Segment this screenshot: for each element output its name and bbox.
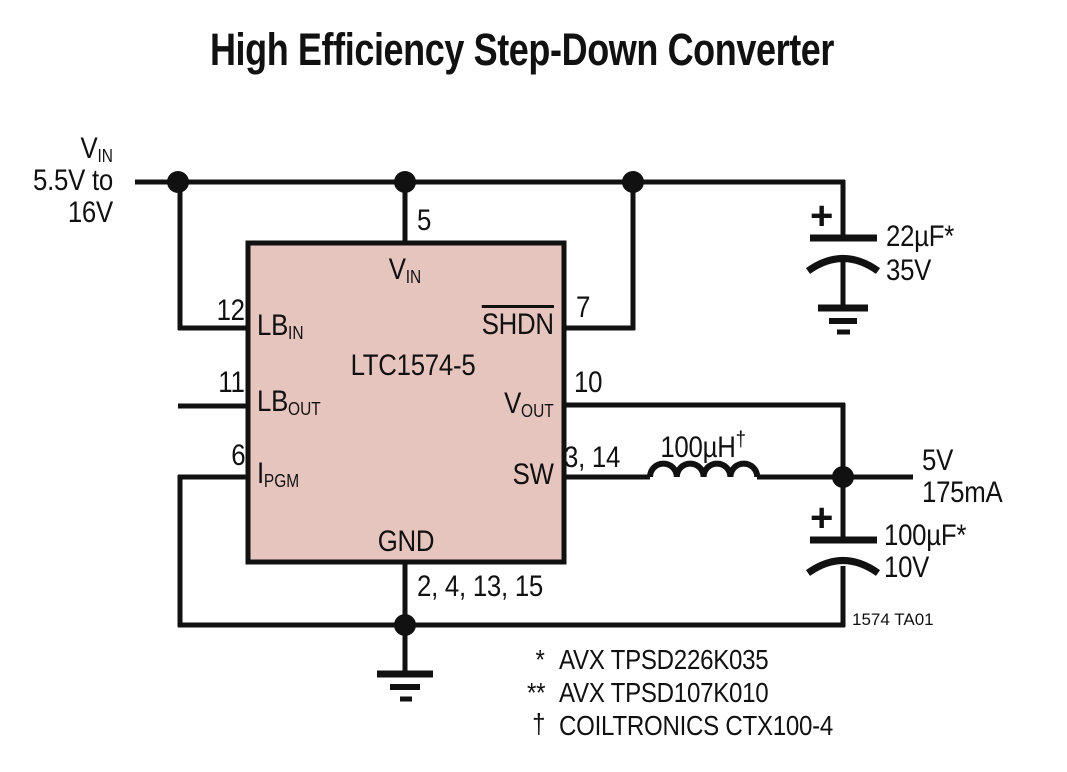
junction-dot (622, 171, 644, 193)
main-ground-symbol (377, 670, 433, 702)
lbout-main: LB (257, 385, 289, 418)
input-cap-curved-plate (805, 255, 881, 274)
footnote-marker-1: * (535, 644, 545, 675)
lbin-sub: IN (288, 322, 304, 343)
input-rail-sub: IN (97, 145, 113, 166)
ic-pin-label-ipgm: IPGM (257, 459, 299, 490)
inductor-footnote-mark: † (735, 426, 746, 451)
junction-dot (394, 171, 416, 193)
ipgm-sub: PGM (263, 470, 300, 491)
figure-reference: 1574 TA01 (852, 610, 934, 629)
input-cap-voltage: 35V (886, 254, 932, 287)
pin-number-7: 7 (576, 291, 591, 324)
vout-sub: OUT (521, 400, 554, 421)
output-voltage: 5V (922, 444, 954, 477)
input-rail-name: VIN (33, 133, 113, 165)
input-range-line1: 5.5V to (33, 164, 113, 197)
pin-number-11: 11 (218, 366, 246, 399)
ic-pin-label-vin: VIN (389, 255, 421, 286)
ic-pin-label-lbin: LBIN (257, 311, 304, 342)
pin-number-6: 6 (230, 439, 245, 472)
footnote-text-3: COILTRONICS CTX100-4 (559, 710, 834, 741)
vin-sub: IN (405, 266, 422, 287)
output-cap-value: 100µF* (884, 519, 967, 552)
ic-pin-label-shdn: SHDN (481, 305, 554, 340)
pin-number-12: 12 (216, 294, 245, 327)
ic-pin-label-gnd: GND (377, 525, 435, 558)
ic-pin-label-vout: VOUT (504, 389, 554, 420)
output-cap-curved-plate (805, 557, 881, 576)
ipgm-main: I (257, 457, 264, 490)
footnote-text-2: AVX TPSD107K010 (559, 677, 769, 708)
junction-dot (832, 466, 854, 488)
input-cap-ground-symbol (818, 304, 868, 335)
page-title: High Efficiency Step-Down Converter (209, 24, 835, 75)
output-cap-voltage: 10V (884, 551, 930, 584)
junction-dot (394, 614, 416, 636)
input-cap-value: 22µF* (886, 220, 955, 253)
output-cap-polarity: + (810, 496, 834, 540)
pin-number-2-4-13-15: 2, 4, 13, 15 (417, 570, 544, 603)
input-cap-polarity: + (810, 194, 834, 238)
shdn-text: SHDN (481, 305, 554, 340)
footnote-text-1: AVX TPSD226K035 (559, 644, 769, 675)
inductor-value: 100µH† (660, 426, 746, 464)
ic-body (245, 240, 567, 565)
ic-pin-label-sw: SW (512, 458, 554, 491)
lbin-main: LB (257, 309, 289, 342)
output-capacitor-symbol (805, 536, 881, 576)
junction-dot (167, 171, 189, 193)
pin-number-3-14: 3, 14 (564, 441, 621, 474)
ic-pin-label-lbout: LBOUT (257, 387, 321, 418)
vout-main: V (504, 387, 522, 420)
vin-main: V (388, 253, 406, 286)
input-capacitor-symbol (805, 234, 881, 274)
output-current: 175mA (922, 476, 1003, 509)
footnote-marker-3: † (531, 708, 545, 739)
input-range-line2: 16V (67, 196, 113, 229)
input-rail-main: V (80, 132, 98, 165)
lbout-sub: OUT (288, 398, 321, 419)
pin-number-10: 10 (574, 366, 603, 399)
inductor-coil (647, 460, 761, 478)
ic-part-number: LTC1574-5 (350, 349, 476, 382)
footnote-marker-2: ** (526, 677, 545, 708)
pin-number-5: 5 (417, 204, 432, 237)
junction-dots (167, 171, 854, 636)
inductor-value-text: 100µH (660, 430, 736, 464)
input-rail-label: VIN 5.5V to 16V (33, 133, 113, 229)
